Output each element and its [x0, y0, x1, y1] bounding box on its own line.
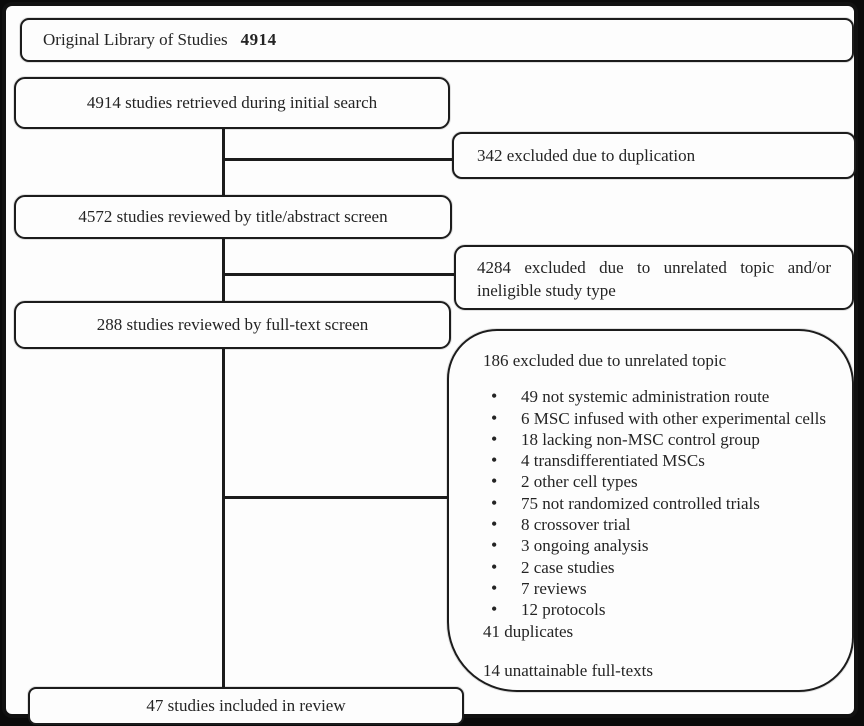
list-item: • 6 MSC infused with other experimental c…	[491, 408, 834, 429]
flow-box-retrieved-label: 4914 studies retrieved during initial se…	[86, 93, 378, 112]
list-item-label: 4 transdifferentiated MSCs	[521, 451, 705, 471]
bullet-icon: •	[491, 577, 498, 598]
exclusion-box-unrelated-label: 4284 excluded due to unrelated topic and…	[477, 258, 831, 300]
exclusion-box-unrelated: 4284 excluded due to unrelated topic and…	[454, 245, 854, 310]
duplicates-line: 41 duplicates	[483, 621, 574, 641]
flow-box-fulltext-label: 288 studies reviewed by full-text screen	[96, 315, 369, 334]
list-item-label: 3 ongoing analysis	[521, 536, 649, 556]
list-item-label: 18 lacking non-MSC control group	[521, 429, 760, 449]
bullet-icon: •	[491, 514, 498, 535]
list-item-label: 2 case studies	[521, 557, 615, 577]
list-item-label: 12 protocols	[521, 600, 606, 620]
spacer	[483, 642, 834, 660]
list-item: • 3 ongoing analysis	[491, 535, 834, 556]
flow-box-title-abstract-label: 4572 studies reviewed by title/abstract …	[78, 207, 388, 226]
list-item: • 4 transdifferentiated MSCs	[491, 450, 834, 471]
flow-box-included-label: 47 studies included in review	[146, 696, 346, 715]
list-item: • 75 not randomized controlled trials	[491, 493, 834, 514]
bullet-icon: •	[491, 428, 498, 449]
list-item: • 2 case studies	[491, 557, 834, 578]
bullet-icon: •	[491, 386, 498, 407]
list-item-label: 49 not systemic administration route	[521, 387, 770, 407]
original-library-count: 4914	[240, 30, 277, 49]
exclusion-detail-list: • 49 not systemic administration route • 6…	[483, 386, 834, 620]
connector-branch-duplication	[223, 158, 454, 161]
bullet-icon: •	[491, 556, 498, 577]
list-item: • 7 reviews	[491, 578, 834, 599]
unattainable-line: 14 unattainable full-texts	[483, 660, 653, 680]
original-library-label: Original Library of Studies	[43, 30, 228, 49]
flow-box-retrieved: 4914 studies retrieved during initial se…	[14, 77, 450, 129]
exclusion-box-duplication-label: 342 excluded due to duplication	[477, 145, 696, 165]
bullet-icon: •	[491, 492, 498, 513]
list-item-label: 7 reviews	[521, 578, 587, 598]
bullet-icon: •	[491, 450, 498, 471]
original-library-box: Original Library of Studies 4914	[20, 18, 854, 62]
bullet-icon: •	[491, 535, 498, 556]
exclusion-detail-box: 186 excluded due to unrelated topic • 49 …	[447, 329, 854, 692]
list-item: • 18 lacking non-MSC control group	[491, 429, 834, 450]
list-item: • 12 protocols	[491, 599, 834, 620]
exclusion-box-duplication: 342 excluded due to duplication	[452, 132, 856, 179]
connector-branch-unrelated	[223, 273, 454, 276]
list-item: • 8 crossover trial	[491, 514, 834, 535]
connector-branch-detail	[223, 496, 449, 499]
flow-box-title-abstract-screen: 4572 studies reviewed by title/abstract …	[14, 195, 452, 239]
list-item-label: 2 other cell types	[521, 472, 638, 492]
list-item-label: 8 crossover trial	[521, 515, 631, 535]
flow-box-fulltext-screen: 288 studies reviewed by full-text screen	[14, 301, 451, 349]
bullet-icon: •	[491, 407, 498, 428]
list-item-label: 6 MSC infused with other experimental ce…	[521, 408, 826, 428]
bullet-icon: •	[491, 599, 498, 620]
connector-main-vertical	[222, 128, 225, 688]
bullet-icon: •	[491, 471, 498, 492]
list-item: • 49 not systemic administration route	[491, 386, 834, 407]
list-item-label: 75 not randomized controlled trials	[521, 493, 760, 513]
flow-box-included: 47 studies included in review	[28, 687, 464, 725]
list-item: • 2 other cell types	[491, 471, 834, 492]
exclusion-detail-heading: 186 excluded due to unrelated topic	[483, 351, 727, 370]
